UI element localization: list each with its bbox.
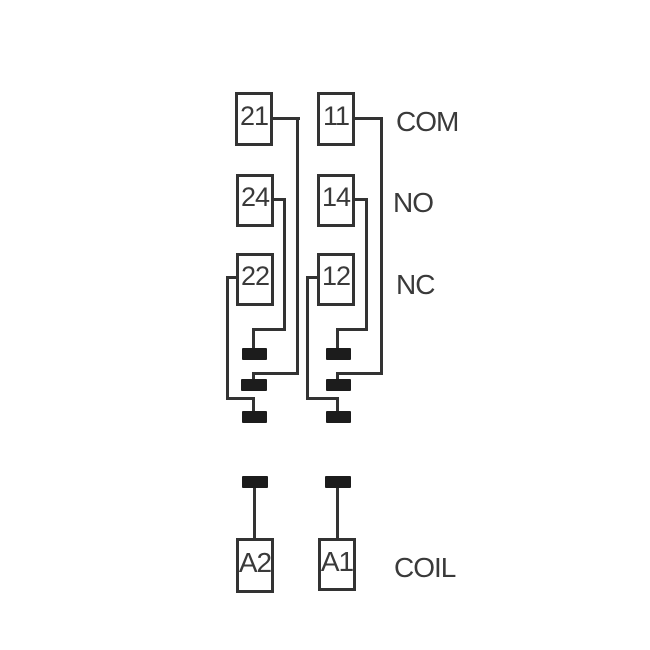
terminal-box-22: 22 bbox=[236, 253, 274, 306]
terminal-label-12: 12 bbox=[321, 261, 351, 291]
terminal-label-24: 24 bbox=[240, 182, 270, 212]
terminal-label-22: 22 bbox=[240, 261, 270, 291]
wire-coil-a1-stem bbox=[336, 487, 339, 540]
wire-no2-horizontal bbox=[252, 328, 286, 331]
coil-pin-a1 bbox=[325, 476, 351, 488]
wire-nc1-vertical bbox=[306, 276, 309, 400]
terminal-label-a1: A1 bbox=[320, 545, 354, 577]
wire-com2-drop bbox=[252, 372, 255, 382]
terminal-box-a1: A1 bbox=[318, 538, 356, 591]
terminal-box-11: 11 bbox=[317, 92, 355, 146]
wire-coil-a2-stem bbox=[253, 487, 256, 540]
terminal-label-a2: A2 bbox=[238, 546, 272, 578]
label-coil: COIL bbox=[394, 552, 456, 583]
wire-com2-horizontal bbox=[252, 372, 299, 375]
contact-pin-nc1 bbox=[326, 411, 351, 423]
wire-nc2-horizontal bbox=[226, 397, 255, 400]
contact-pin-com2 bbox=[241, 379, 267, 391]
coil-pin-a2 bbox=[242, 476, 268, 488]
wire-nc2-vertical bbox=[226, 276, 229, 400]
wire-nc1-drop bbox=[336, 397, 339, 413]
wire-nc1-horizontal bbox=[306, 397, 339, 400]
label-no: NO bbox=[393, 187, 434, 218]
contact-pin-nc2 bbox=[242, 411, 267, 423]
wire-no1-vertical bbox=[365, 198, 368, 331]
wire-com1-stub bbox=[353, 117, 383, 120]
terminal-box-14: 14 bbox=[317, 174, 355, 227]
terminal-label-14: 14 bbox=[321, 182, 351, 212]
wire-nc2-stub bbox=[226, 276, 239, 279]
terminal-box-24: 24 bbox=[236, 174, 274, 227]
wire-no1-drop bbox=[336, 328, 339, 350]
contact-pin-com1 bbox=[326, 379, 351, 391]
wire-com2-vertical bbox=[296, 117, 299, 375]
wire-no2-drop bbox=[252, 328, 255, 350]
wire-nc1-stub bbox=[306, 276, 319, 279]
contact-pin-no1 bbox=[326, 348, 351, 360]
wire-com1-drop bbox=[336, 372, 339, 382]
wire-no1-horizontal bbox=[336, 328, 368, 331]
terminal-box-a2: A2 bbox=[236, 538, 274, 593]
terminal-box-12: 12 bbox=[317, 253, 355, 306]
terminal-label-11: 11 bbox=[322, 100, 350, 131]
contact-pin-no2 bbox=[242, 348, 267, 360]
label-nc: NC bbox=[396, 269, 435, 300]
wire-nc2-drop bbox=[252, 397, 255, 413]
wire-com2-stub bbox=[271, 117, 300, 120]
label-com: COM bbox=[396, 106, 459, 137]
terminal-label-21: 21 bbox=[239, 100, 269, 131]
wire-no2-vertical bbox=[283, 198, 286, 331]
wire-com1-vertical bbox=[380, 117, 383, 375]
wire-no2-stub bbox=[272, 198, 286, 201]
terminal-box-21: 21 bbox=[235, 92, 273, 146]
wire-com1-horizontal bbox=[336, 372, 383, 375]
wire-no1-stub bbox=[353, 198, 368, 201]
